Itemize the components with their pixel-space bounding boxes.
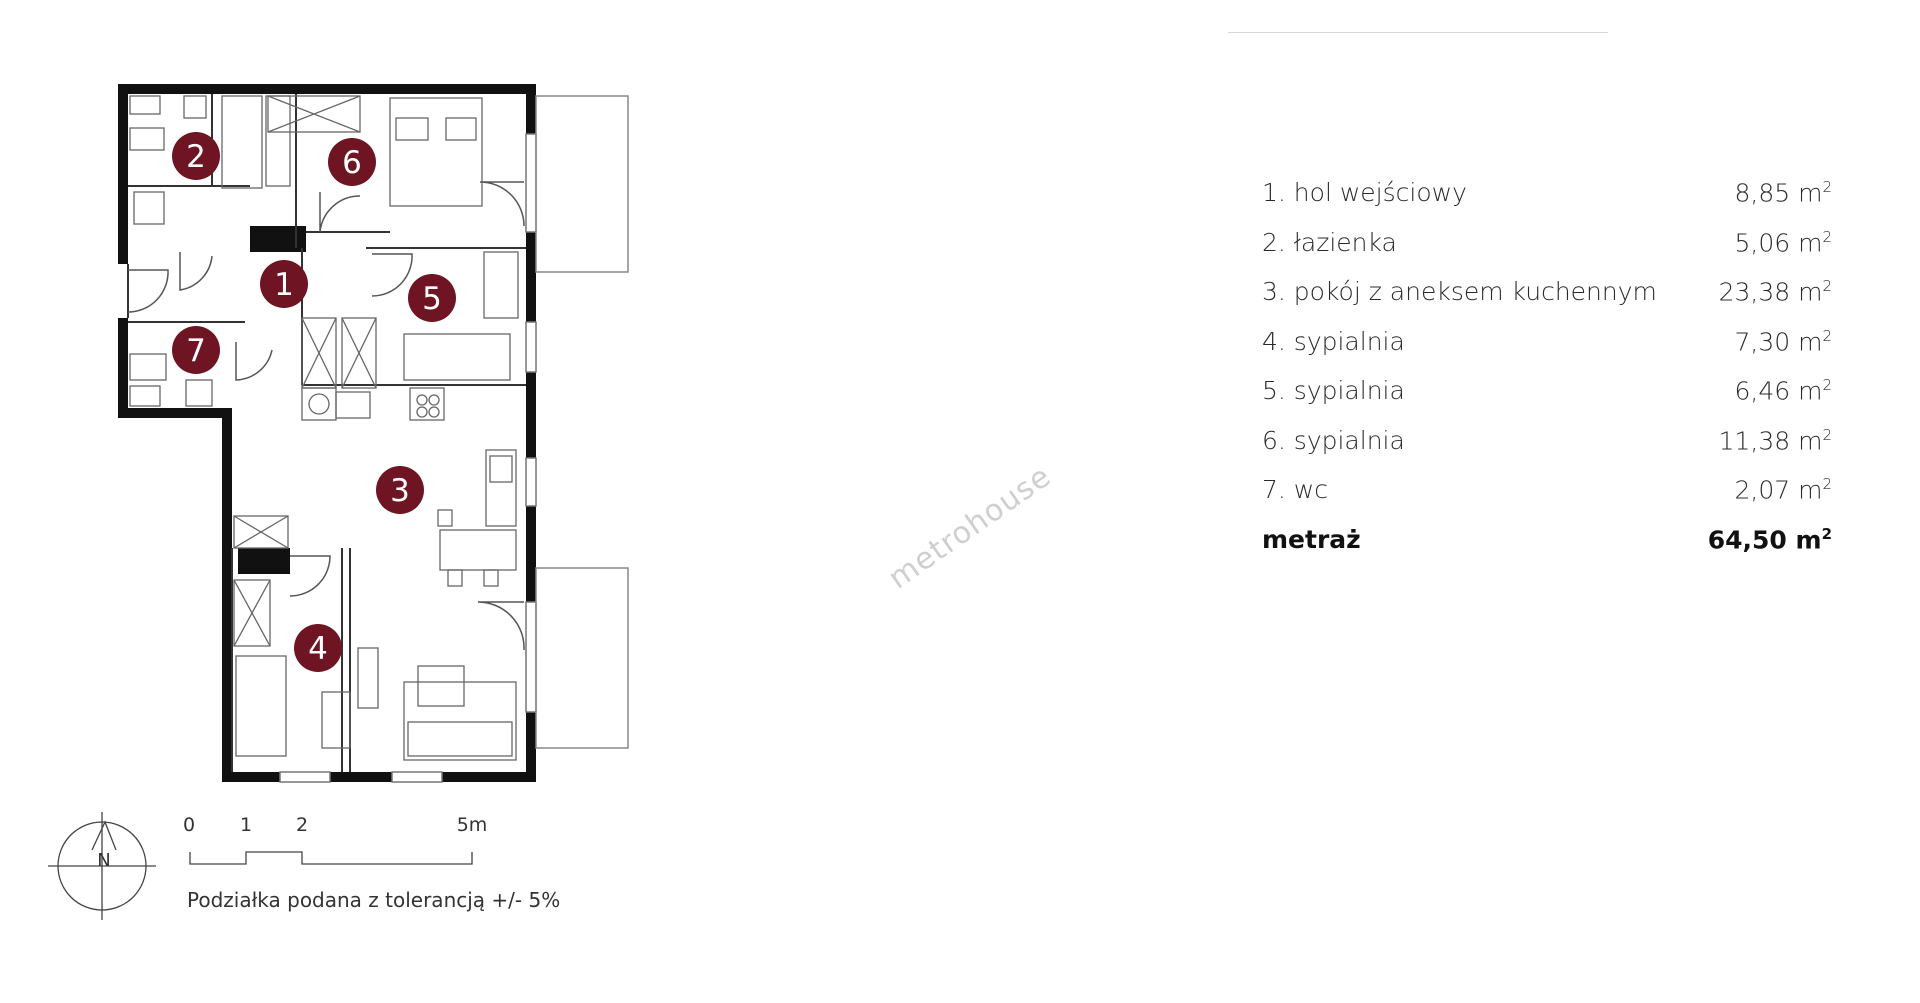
room-marker-3: 3 [376, 466, 424, 514]
total-label: metraż [1262, 524, 1361, 554]
scale-tick-2: 2 [296, 814, 308, 836]
room-area: 5,06 m2 [1734, 227, 1832, 257]
room-row: 7. wc 2,07 m2 [1262, 475, 1832, 525]
total-area-row: metraż 64,50 m2 [1262, 525, 1832, 569]
room-marker-label: 7 [186, 333, 206, 369]
room-name: 5. sypialnia [1262, 376, 1405, 406]
room-row: 2. łazienka 5,06 m2 [1262, 228, 1832, 278]
north-arrow-icon [91, 820, 117, 851]
room-name: 1. hol wejściowy [1262, 178, 1467, 208]
room-name: 7. wc [1262, 475, 1328, 505]
room-name: 6. sypialnia [1262, 425, 1405, 455]
room-area: 8,85 m2 [1734, 178, 1832, 208]
room-area: 6,46 m2 [1734, 376, 1832, 406]
room-row: 5. sypialnia 6,46 m2 [1262, 376, 1832, 426]
scale-tick-1: 1 [240, 814, 252, 836]
room-marker-1: 1 [260, 260, 308, 308]
room-area: 11,38 m2 [1718, 425, 1832, 455]
fixtures [129, 95, 519, 761]
room-marker-6: 6 [328, 138, 376, 186]
room-marker-label: 3 [390, 473, 410, 509]
total-area: 64,50 m2 [1707, 524, 1832, 554]
room-marker-label: 4 [308, 631, 328, 667]
scale-bar: 0 1 2 5m [183, 814, 488, 865]
room-name: 4. sypialnia [1262, 326, 1405, 356]
room-name: 3. pokój z aneksem kuchennym [1262, 277, 1657, 307]
room-marker-2: 2 [172, 132, 220, 180]
room-row: 6. sypialnia 11,38 m2 [1262, 426, 1832, 476]
room-marker-5: 5 [408, 274, 456, 322]
room-markers: 1 2 3 4 5 6 7 [172, 132, 456, 672]
north-label: N [97, 850, 110, 871]
scale-tick-0: 0 [183, 814, 195, 836]
room-name: 2. łazienka [1262, 227, 1397, 257]
room-marker-7: 7 [172, 326, 220, 374]
room-row: 1. hol wejściowy 8,85 m2 [1262, 178, 1832, 228]
doors [127, 181, 525, 651]
room-marker-label: 1 [274, 267, 294, 303]
room-row: 4. sypialnia 7,30 m2 [1262, 327, 1832, 377]
interior-walls [127, 94, 526, 772]
room-row: 3. pokój z aneksem kuchennym 23,38 m2 [1262, 277, 1832, 327]
outer-walls [118, 84, 536, 782]
room-marker-label: 2 [186, 139, 206, 175]
room-marker-4: 4 [294, 624, 342, 672]
balconies [535, 95, 629, 749]
room-marker-label: 5 [422, 281, 442, 317]
scale-tolerance-note: Podziałka podana z tolerancją +/- 5% [187, 888, 561, 912]
divider-line [1228, 32, 1608, 33]
room-marker-label: 6 [342, 145, 362, 181]
room-area-table: 1. hol wejściowy 8,85 m2 2. łazienka 5,0… [1262, 178, 1832, 569]
room-area: 2,07 m2 [1734, 475, 1832, 505]
scale-tick-5m: 5m [457, 814, 488, 836]
room-area: 23,38 m2 [1718, 277, 1832, 307]
compass: N [48, 812, 156, 920]
room-area: 7,30 m2 [1734, 326, 1832, 356]
